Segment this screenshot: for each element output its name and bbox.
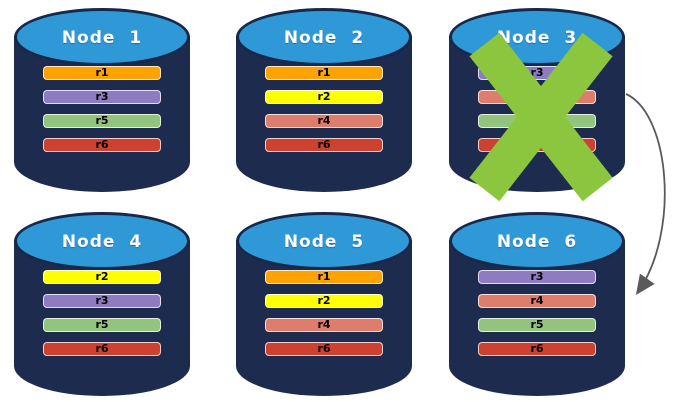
node-2-replica-list: r1 r2 r4 r6 <box>236 66 412 162</box>
replica-bar: r6 <box>265 138 383 152</box>
failure-cross-icon <box>469 32 613 202</box>
replica-label: r2 <box>317 294 331 307</box>
replica-label: r5 <box>95 318 109 331</box>
node-1-cylinder-top: Node 1 <box>14 8 190 66</box>
replica-label: r6 <box>317 342 331 355</box>
node-5: Node 5 r1 r2 r4 r6 <box>236 212 412 396</box>
node-6: Node 6 r3 r4 r5 r6 <box>449 212 625 396</box>
replica-bar: r5 <box>43 114 161 128</box>
replica-label: r3 <box>530 270 544 283</box>
replica-bar: r5 <box>478 318 596 332</box>
replica-label: r4 <box>530 294 544 307</box>
replica-label: r5 <box>95 114 109 127</box>
node-3-title: Node 3 <box>496 27 578 48</box>
node-1-title: Node 1 <box>61 27 143 48</box>
replica-bar: r6 <box>43 138 161 152</box>
replica-label: r5 <box>530 318 544 331</box>
replica-bar: r4 <box>265 318 383 332</box>
replica-bar: r1 <box>265 270 383 284</box>
replica-label: r2 <box>95 270 109 283</box>
node-2-cylinder-top: Node 2 <box>236 8 412 66</box>
replica-bar: r5 <box>43 318 161 332</box>
replica-bar: r2 <box>43 270 161 284</box>
replica-label: r3 <box>530 66 544 79</box>
replica-label: r6 <box>95 342 109 355</box>
node-6-title: Node 6 <box>496 231 578 252</box>
replica-bar: r2 <box>265 294 383 308</box>
replica-bar: r1 <box>43 66 161 80</box>
replica-label: r4 <box>317 114 331 127</box>
node-4-replica-list: r2 r3 r5 r6 <box>14 270 190 366</box>
replica-label: r1 <box>95 66 109 79</box>
replica-bar: r3 <box>478 270 596 284</box>
node-4-cylinder-top: Node 4 <box>14 212 190 270</box>
node-2-title: Node 2 <box>283 27 365 48</box>
replica-label: r4 <box>317 318 331 331</box>
replica-label: r1 <box>317 270 331 283</box>
replica-bar: r3 <box>43 294 161 308</box>
node-1: Node 1 r1 r3 r5 r6 <box>14 8 190 192</box>
node-6-cylinder-top: Node 6 <box>449 212 625 270</box>
node-1-replica-list: r1 r3 r5 r6 <box>14 66 190 162</box>
replica-bar: r4 <box>265 114 383 128</box>
node-4: Node 4 r2 r3 r5 r6 <box>14 212 190 396</box>
replica-bar: r1 <box>265 66 383 80</box>
node-6-replica-list: r3 r4 r5 r6 <box>449 270 625 366</box>
node-5-cylinder-top: Node 5 <box>236 212 412 270</box>
failover-arrow-path <box>625 93 666 295</box>
replica-label: r3 <box>95 90 109 103</box>
replica-bar: r6 <box>265 342 383 356</box>
replica-label: r6 <box>530 342 544 355</box>
node-3: Node 3 r3 <box>449 8 625 202</box>
replica-bar: r2 <box>265 90 383 104</box>
replica-label: r3 <box>95 294 109 307</box>
replica-label: r2 <box>317 90 331 103</box>
node-4-title: Node 4 <box>61 231 143 252</box>
replica-label: r6 <box>95 138 109 151</box>
node-2: Node 2 r1 r2 r4 r6 <box>236 8 412 192</box>
node-5-title: Node 5 <box>283 231 365 252</box>
replica-bar: r6 <box>478 342 596 356</box>
replica-label: r1 <box>317 66 331 79</box>
replica-bar: r4 <box>478 294 596 308</box>
replica-bar: r6 <box>43 342 161 356</box>
replica-bar: r3 <box>43 90 161 104</box>
replica-label: r6 <box>317 138 331 151</box>
node-5-replica-list: r1 r2 r4 r6 <box>236 270 412 366</box>
